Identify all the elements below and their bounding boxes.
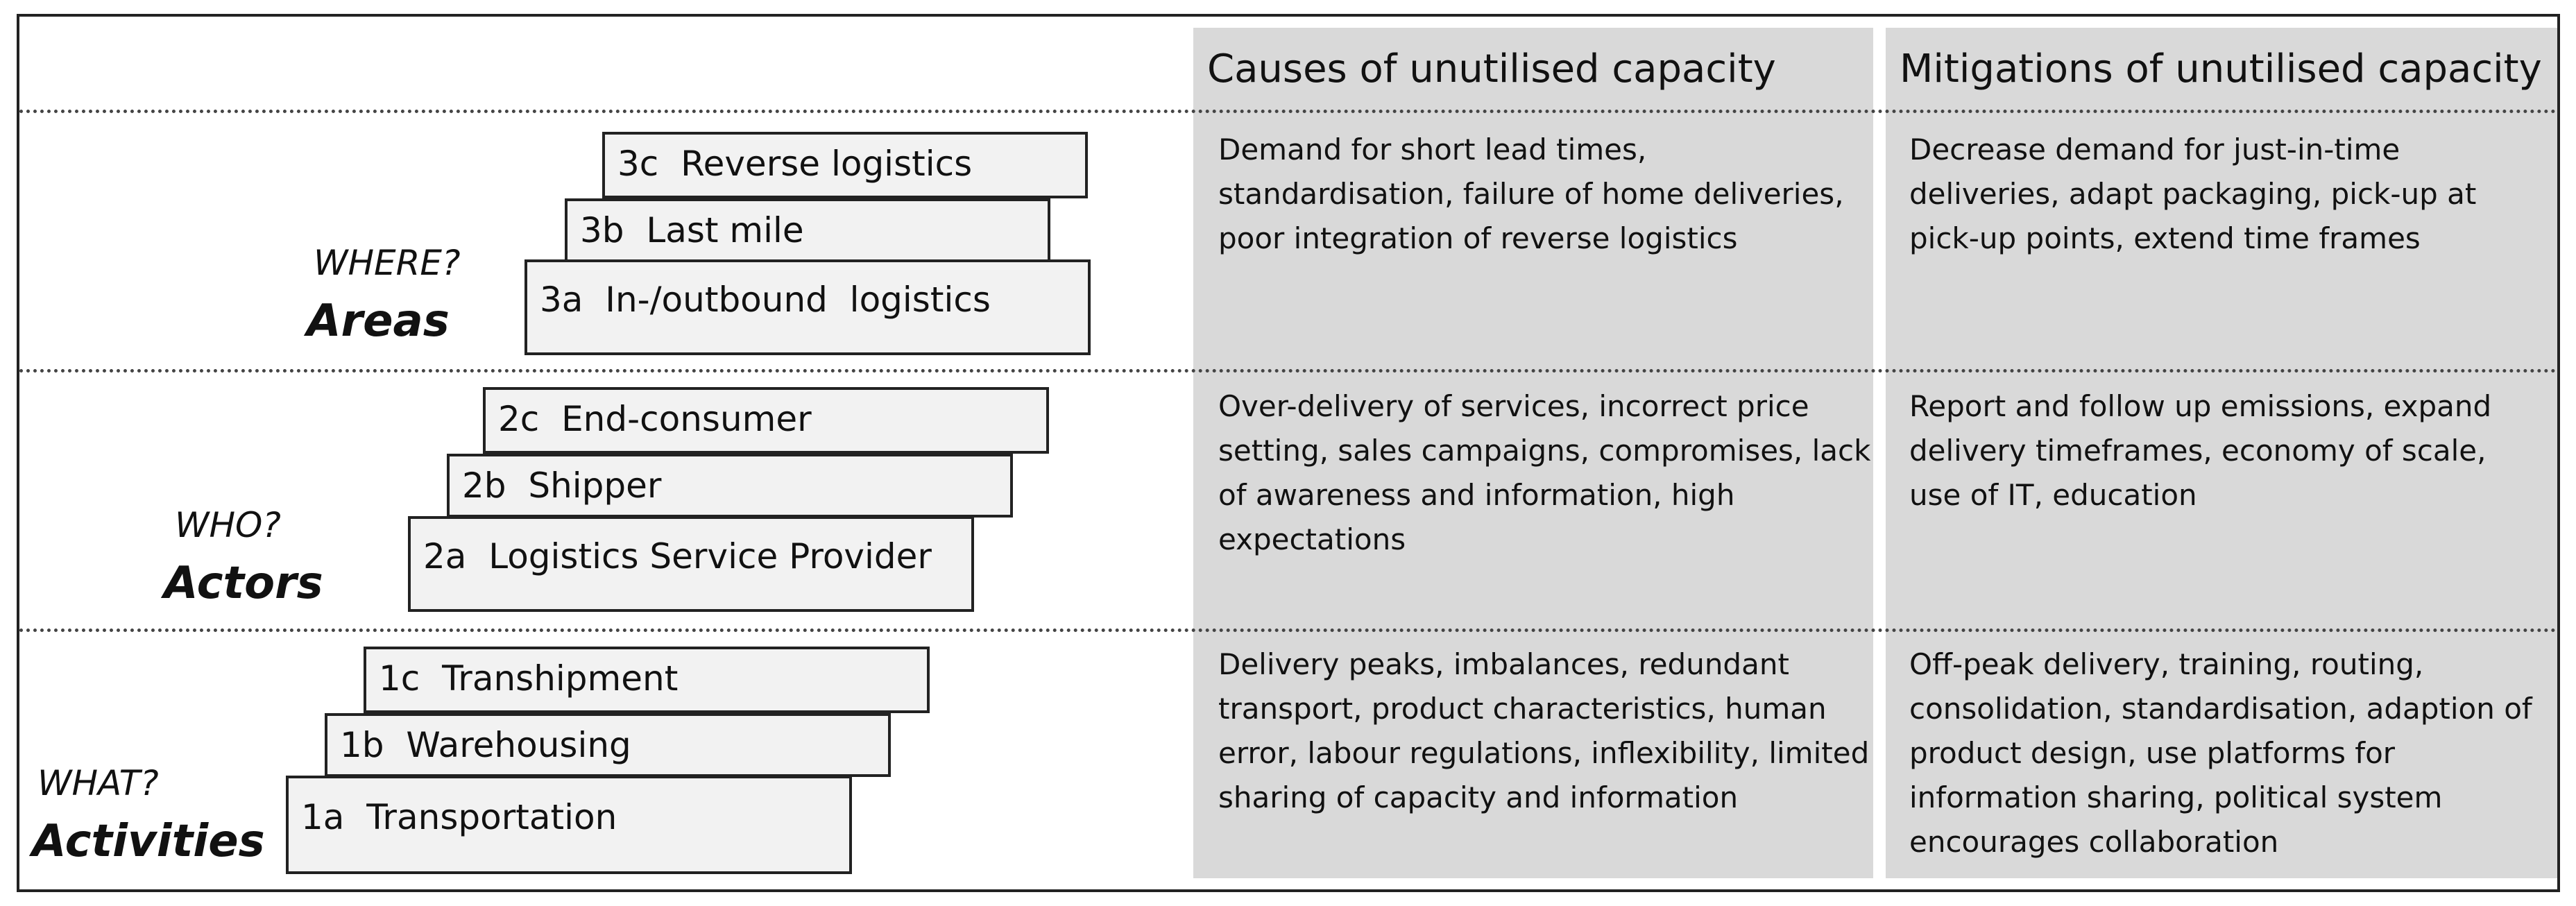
activities-causes-text: Delivery peaks, imbalances, redundant tr…	[1218, 647, 1870, 814]
actor-card-2c: 2c End-consumer	[483, 387, 1049, 454]
mitigations-column-header: Mitigations of unutilised capacity	[1900, 46, 2542, 92]
areas-causes-text: Demand for short lead times, standardisa…	[1218, 133, 1844, 255]
actor-card-2b: 2b Shipper	[447, 454, 1013, 518]
row-category-actors: Actors	[164, 558, 323, 609]
mitigations-column-background	[1886, 28, 2557, 878]
area-card-3b: 3b Last mile	[565, 198, 1050, 262]
row-question-who: WHO?	[175, 505, 281, 545]
activities-mitigations-text: Off-peak delivery, training, routing, co…	[1909, 647, 2532, 859]
row-category-areas: Areas	[307, 296, 450, 347]
areas-mitigations-text: Decrease demand for just-in-time deliver…	[1909, 133, 2477, 255]
area-card-3c: 3c Reverse logistics	[602, 132, 1088, 198]
row-question-where: WHERE?	[314, 243, 461, 283]
area-card-3a: 3a In-/outbound logistics	[524, 259, 1091, 355]
causes-column-header: Causes of unutilised capacity	[1207, 46, 1776, 92]
activity-card-1b: 1b Warehousing	[325, 713, 891, 777]
row-separator	[19, 369, 2557, 373]
activity-card-1c: 1c Transhipment	[364, 647, 930, 713]
causes-column-background	[1193, 28, 1873, 878]
diagram-frame	[17, 14, 2560, 892]
actors-causes-text: Over-delivery of services, incorrect pri…	[1218, 389, 1871, 556]
activity-card-1a: 1a Transportation	[286, 776, 852, 874]
row-question-what: WHAT?	[37, 763, 159, 803]
actor-card-2a: 2a Logistics Service Provider	[408, 516, 974, 612]
row-category-activities: Activities	[32, 816, 265, 867]
row-separator	[19, 110, 2557, 113]
row-separator	[19, 629, 2557, 632]
actors-mitigations-text: Report and follow up emissions, expand d…	[1909, 389, 2492, 512]
